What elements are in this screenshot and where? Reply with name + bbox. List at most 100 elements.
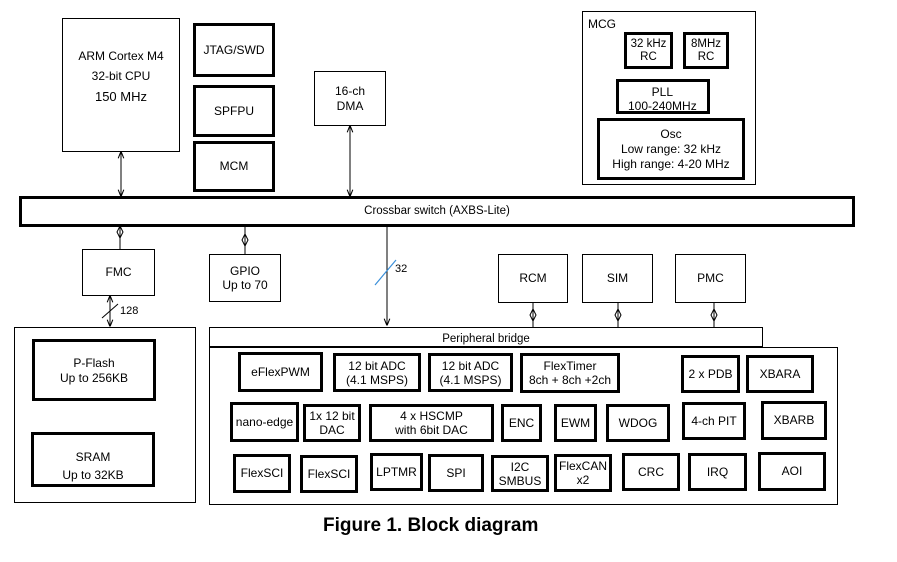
dma-block: 16-ch DMA bbox=[314, 71, 386, 126]
spi-label: SPI bbox=[446, 465, 466, 480]
flextimer-label: FlexTimer bbox=[543, 359, 597, 373]
jtag-label: JTAG/SWD bbox=[203, 42, 265, 57]
crossbar-switch: Crossbar switch (AXBS-Lite) bbox=[19, 196, 855, 227]
jtag-block: JTAG/SWD bbox=[193, 23, 275, 77]
ewm-label: EWM bbox=[560, 415, 591, 430]
peripheral-bridge-label: Peripheral bridge bbox=[442, 332, 530, 345]
rcm-label: RCM bbox=[519, 271, 547, 285]
lptmr-label: LPTMR bbox=[376, 464, 417, 479]
osc-low-range: Low range: 32 kHz bbox=[620, 141, 722, 156]
adc2-rate: (4.1 MSPS) bbox=[439, 372, 502, 387]
aoi-label: AOI bbox=[781, 464, 803, 478]
mcm-block: MCM bbox=[193, 141, 275, 192]
lptmr-block: LPTMR bbox=[370, 453, 423, 491]
pflash-block: P-Flash Up to 256KB bbox=[32, 339, 156, 401]
flexcan-label: FlexCAN bbox=[558, 459, 607, 473]
pit-label: 4-ch PIT bbox=[691, 413, 737, 428]
rc32-block: 32 kHz RC bbox=[624, 32, 673, 69]
osc-high-range: High range: 4-20 MHz bbox=[612, 156, 730, 171]
flexcan-block: FlexCAN x2 bbox=[554, 454, 612, 492]
spfpu-label: SPFPU bbox=[213, 103, 254, 118]
sram-label: SRAM bbox=[75, 450, 111, 464]
sram-size: Up to 32KB bbox=[62, 468, 124, 482]
xbarb-label: XBARB bbox=[773, 413, 815, 427]
irq-block: IRQ bbox=[688, 453, 747, 491]
flexsci2-label: FlexSCI bbox=[307, 466, 351, 481]
rc8-block: 8MHz RC bbox=[683, 32, 729, 69]
pmc-bridge-diamond bbox=[710, 307, 718, 323]
ewm-block: EWM bbox=[554, 404, 597, 442]
adc2-label: 12 bit ADC bbox=[441, 358, 500, 373]
flexsci2-block: FlexSCI bbox=[300, 455, 358, 493]
pdb-label: 2 x PDB bbox=[688, 366, 733, 381]
flexsci1-label: FlexSCI bbox=[240, 466, 284, 480]
adc1-block: 12 bit ADC (4.1 MSPS) bbox=[333, 353, 421, 392]
smbus-label: SMBUS bbox=[498, 473, 542, 488]
cpu-block: ARM Cortex M4 32-bit CPU 150 MHz bbox=[62, 18, 180, 152]
spi-block: SPI bbox=[428, 454, 484, 492]
rcm-block: RCM bbox=[498, 254, 568, 303]
hscmp-dac: with 6bit DAC bbox=[395, 423, 468, 437]
cpu-width: 32-bit CPU bbox=[91, 69, 151, 83]
nanoedge-label: nano-edge bbox=[235, 414, 294, 429]
dac-label: DAC bbox=[319, 423, 345, 437]
pll-range: 100-240MHz bbox=[628, 99, 697, 113]
pflash-size: Up to 256KB bbox=[59, 371, 129, 385]
wdog-block: WDOG bbox=[606, 404, 670, 442]
pll-label: PLL bbox=[651, 85, 674, 99]
crossbar-gpio-diamond bbox=[241, 232, 249, 248]
dma-label: DMA bbox=[336, 98, 364, 113]
adc1-label: 12 bit ADC bbox=[348, 358, 406, 373]
mcm-label: MCM bbox=[219, 159, 249, 173]
eflexpwm-block: eFlexPWM bbox=[238, 352, 323, 392]
rc8-label: RC bbox=[697, 50, 715, 63]
hscmp-label: 4 x HSCMP bbox=[400, 409, 463, 423]
i2c-block: I2C SMBUS bbox=[491, 455, 549, 492]
nanoedge-block: nano-edge bbox=[230, 402, 299, 442]
crossbar-fmc-diamond bbox=[116, 224, 124, 240]
mcg-title: MCG bbox=[588, 17, 616, 31]
sim-bridge-diamond bbox=[614, 307, 622, 323]
adc2-block: 12 bit ADC (4.1 MSPS) bbox=[428, 353, 513, 392]
bus-width-slash-128 bbox=[101, 303, 119, 319]
dma-channels: 16-ch bbox=[334, 83, 366, 98]
hscmp-block: 4 x HSCMP with 6bit DAC bbox=[369, 404, 494, 442]
pmc-block: PMC bbox=[675, 254, 746, 303]
wdog-label: WDOG bbox=[618, 415, 658, 430]
flextimer-channels: 8ch + 8ch +2ch bbox=[528, 373, 612, 387]
bus-width-label-128: 128 bbox=[120, 305, 139, 317]
gpio-count: Up to 70 bbox=[222, 278, 268, 292]
crc-block: CRC bbox=[622, 453, 680, 491]
rcm-bridge-diamond bbox=[529, 307, 537, 323]
crc-label: CRC bbox=[638, 464, 664, 479]
sim-block: SIM bbox=[582, 254, 653, 303]
gpio-block: GPIO Up to 70 bbox=[209, 254, 281, 302]
xbara-label: XBARA bbox=[759, 366, 801, 381]
enc-label: ENC bbox=[508, 415, 535, 430]
enc-block: ENC bbox=[501, 404, 542, 442]
osc-block: Osc Low range: 32 kHz High range: 4-20 M… bbox=[597, 118, 745, 180]
fmc-block: FMC bbox=[82, 249, 155, 296]
i2c-label: I2C bbox=[510, 459, 530, 474]
rc8-freq: 8MHz bbox=[690, 37, 722, 50]
crossbar-label: Crossbar switch (AXBS-Lite) bbox=[364, 205, 510, 217]
rc32-label: RC bbox=[640, 50, 657, 63]
sram-block: SRAM Up to 32KB bbox=[31, 432, 155, 487]
pll-block: PLL 100-240MHz bbox=[616, 79, 710, 114]
figure-caption: Figure 1. Block diagram bbox=[323, 515, 539, 536]
peripheral-bridge: Peripheral bridge bbox=[209, 327, 763, 347]
pdb-block: 2 x PDB bbox=[681, 355, 740, 393]
dac-block: 1x 12 bit DAC bbox=[303, 404, 361, 442]
aoi-block: AOI bbox=[758, 452, 826, 491]
cpu-frequency: 150 MHz bbox=[94, 89, 147, 104]
irq-label: IRQ bbox=[706, 464, 729, 479]
bus-width-label-32: 32 bbox=[395, 263, 408, 275]
osc-label: Osc bbox=[660, 126, 682, 141]
gpio-label: GPIO bbox=[229, 264, 260, 278]
cpu-name: ARM Cortex M4 bbox=[78, 49, 164, 63]
spfpu-block: SPFPU bbox=[193, 85, 275, 137]
dac-resolution: 1x 12 bit bbox=[309, 409, 355, 423]
sim-label: SIM bbox=[606, 271, 629, 285]
